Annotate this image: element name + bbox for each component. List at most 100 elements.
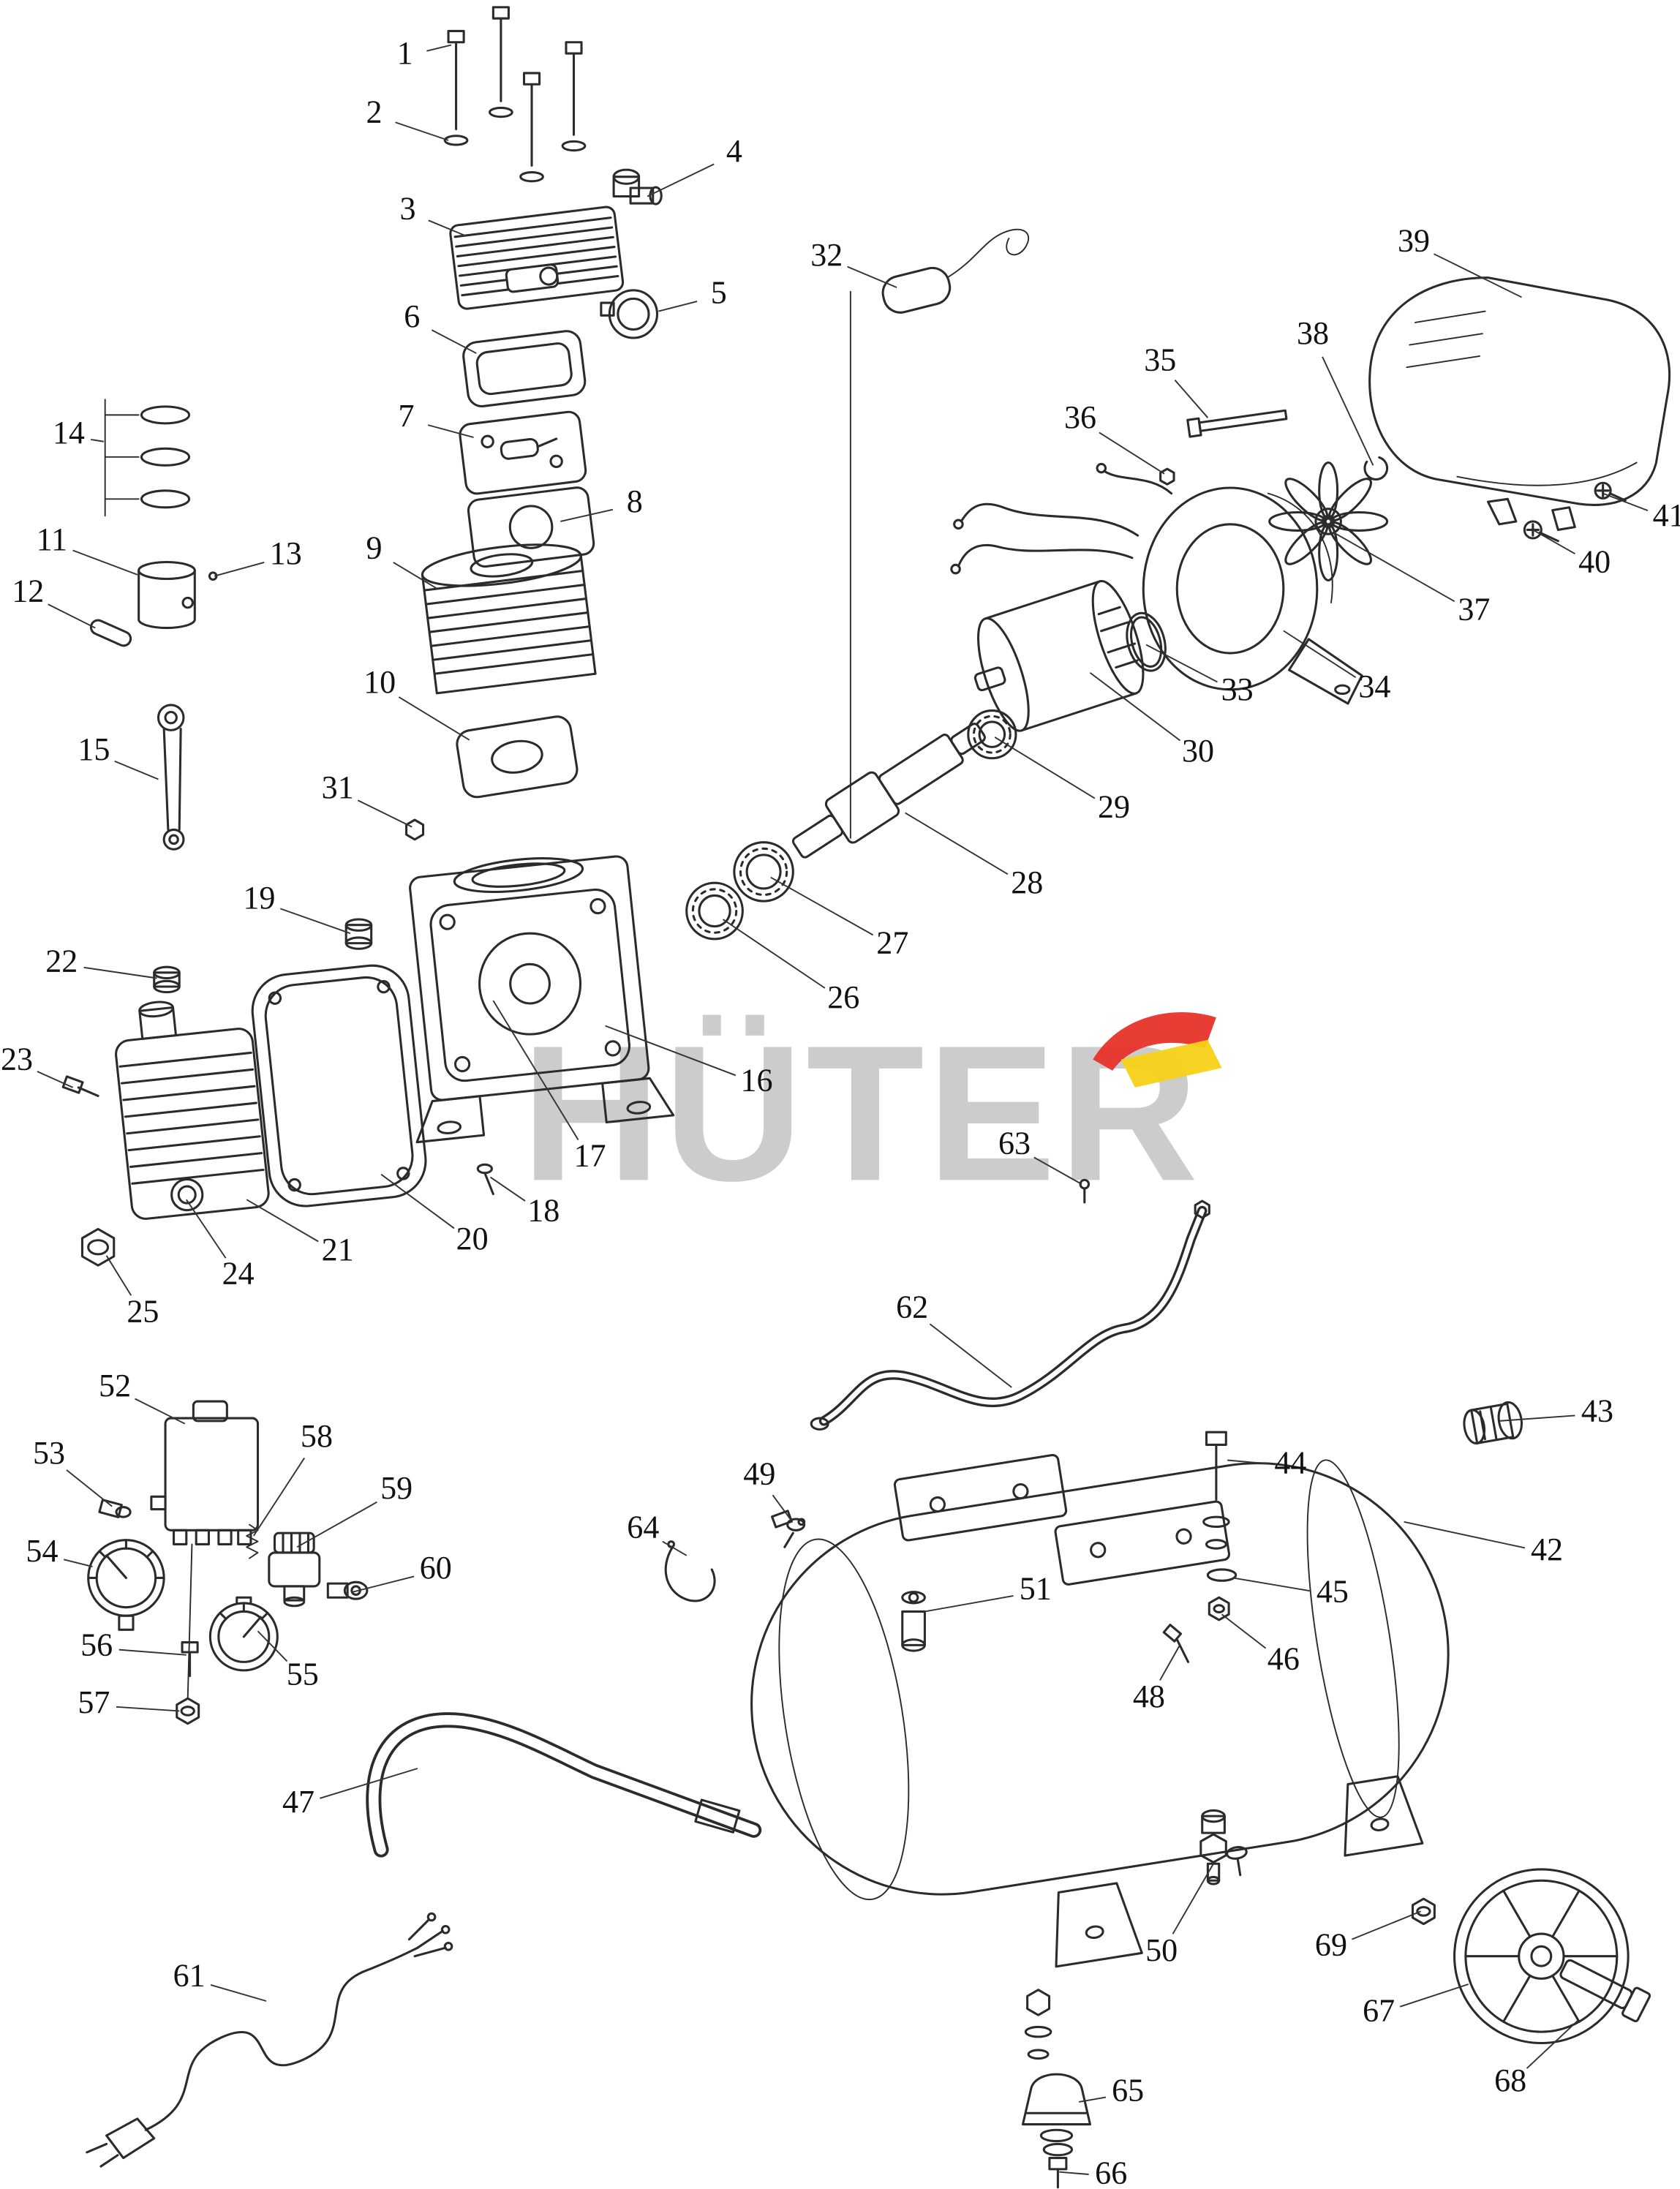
callout-17: 17 [492,1000,606,1174]
part-piston [138,560,196,630]
leader-line-64 [662,1540,688,1556]
callout-32: 32 [810,237,897,288]
callout-label-41: 41 [1653,497,1680,533]
callout-49: 49 [743,1456,791,1520]
callout-label-22: 22 [45,943,78,979]
callout-23: 23 [1,1041,74,1088]
callout-label-64: 64 [627,1509,659,1545]
leader-line-31 [357,799,413,828]
callout-31: 31 [322,769,413,828]
leader-line-22 [83,966,157,979]
leader-line-65 [1078,2096,1107,2103]
callout-label-45: 45 [1316,1574,1349,1610]
callout-label-40: 40 [1578,543,1611,579]
part-piston-pin [89,619,132,647]
callout-35: 35 [1144,342,1209,418]
callout-label-35: 35 [1144,342,1176,378]
leader-line-35 [1174,379,1209,418]
leader-line-28 [905,812,1009,875]
part-wheel [1453,1868,1651,2045]
callout-42: 42 [1404,1521,1563,1567]
callout-33: 33 [1145,644,1254,707]
callout-label-26: 26 [827,979,859,1015]
part-handle [366,1712,762,1858]
callout-9: 9 [366,530,438,589]
leader-line-30 [1089,672,1181,742]
leader-line-60 [353,1575,415,1593]
part-rubber-foot-65 [1021,1989,1091,2143]
callout-7: 7 [399,398,474,438]
callout-label-54: 54 [26,1533,58,1569]
leader-line-56 [118,1649,187,1656]
callout-6: 6 [404,298,477,354]
callout-label-1: 1 [397,35,413,71]
callout-24: 24 [186,1199,255,1292]
leader-line-6 [431,329,477,354]
callout-64: 64 [627,1509,688,1556]
callout-label-23: 23 [1,1041,33,1077]
part-screw-18 [476,1163,494,1196]
callout-62: 62 [896,1289,1012,1388]
leader-line-67 [1399,1983,1469,2008]
callout-36: 36 [1064,399,1165,475]
callout-label-4: 4 [726,133,742,169]
callout-40: 40 [1532,529,1611,579]
part-fan [1268,461,1389,581]
leader-line-54 [63,1559,93,1568]
callout-label-48: 48 [1133,1679,1165,1714]
callout-65: 65 [1078,2073,1144,2109]
callout-45: 45 [1232,1574,1349,1610]
callout-label-39: 39 [1398,223,1430,259]
callout-11: 11 [37,521,138,576]
callout-25: 25 [105,1255,159,1329]
callout-label-60: 60 [420,1550,452,1586]
leader-line-21 [246,1199,319,1243]
part-nut-46 [1208,1596,1230,1621]
callout-5: 5 [658,275,727,312]
callout-layer: 1234567891011121314151617181920212223242… [1,35,1680,2189]
callout-label-36: 36 [1064,399,1096,435]
brand-flag-yellow-stripe [1120,1039,1222,1088]
callout-label-14: 14 [53,415,85,451]
callout-12: 12 [12,573,96,629]
callout-55: 55 [257,1630,319,1692]
callout-61: 61 [173,1957,267,2002]
leader-line-20 [380,1173,455,1229]
part-cylinder-gasket [467,486,595,568]
callout-28: 28 [905,812,1043,900]
callout-label-50: 50 [1145,1932,1178,1968]
part-crankcase-gasket [251,964,427,1207]
leader-line-43 [1499,1414,1575,1422]
part-bearing-27 [733,841,794,903]
callout-14: 14 [53,415,104,451]
callout-label-49: 49 [743,1456,775,1492]
part-power-cord [86,1912,453,2168]
part-screw-41 [1594,481,1627,502]
callout-69: 69 [1315,1910,1421,1962]
part-screw-40 [1523,520,1559,543]
callout-16: 16 [605,1025,773,1098]
part-nut-31 [405,818,425,841]
leader-line-12 [48,603,96,629]
callout-label-44: 44 [1274,1444,1306,1480]
callout-57: 57 [78,1684,180,1720]
callout-26: 26 [722,919,859,1015]
callout-13: 13 [214,535,302,577]
callout-27: 27 [770,876,908,961]
callout-label-63: 63 [998,1125,1031,1161]
callout-label-7: 7 [399,398,415,434]
callout-51: 51 [924,1571,1052,1613]
part-crankcase-cover [115,1001,270,1220]
callout-label-17: 17 [574,1138,606,1174]
callout-18: 18 [489,1176,560,1228]
part-valve-plate [459,410,587,495]
callout-label-69: 69 [1315,1926,1347,1962]
leader-line-38 [1322,356,1374,466]
callout-4: 4 [647,133,742,197]
leader-line-36 [1099,432,1165,475]
leader-line-29 [994,736,1096,799]
callout-56: 56 [80,1627,187,1662]
callout-label-59: 59 [380,1470,413,1506]
callout-20: 20 [380,1173,489,1256]
